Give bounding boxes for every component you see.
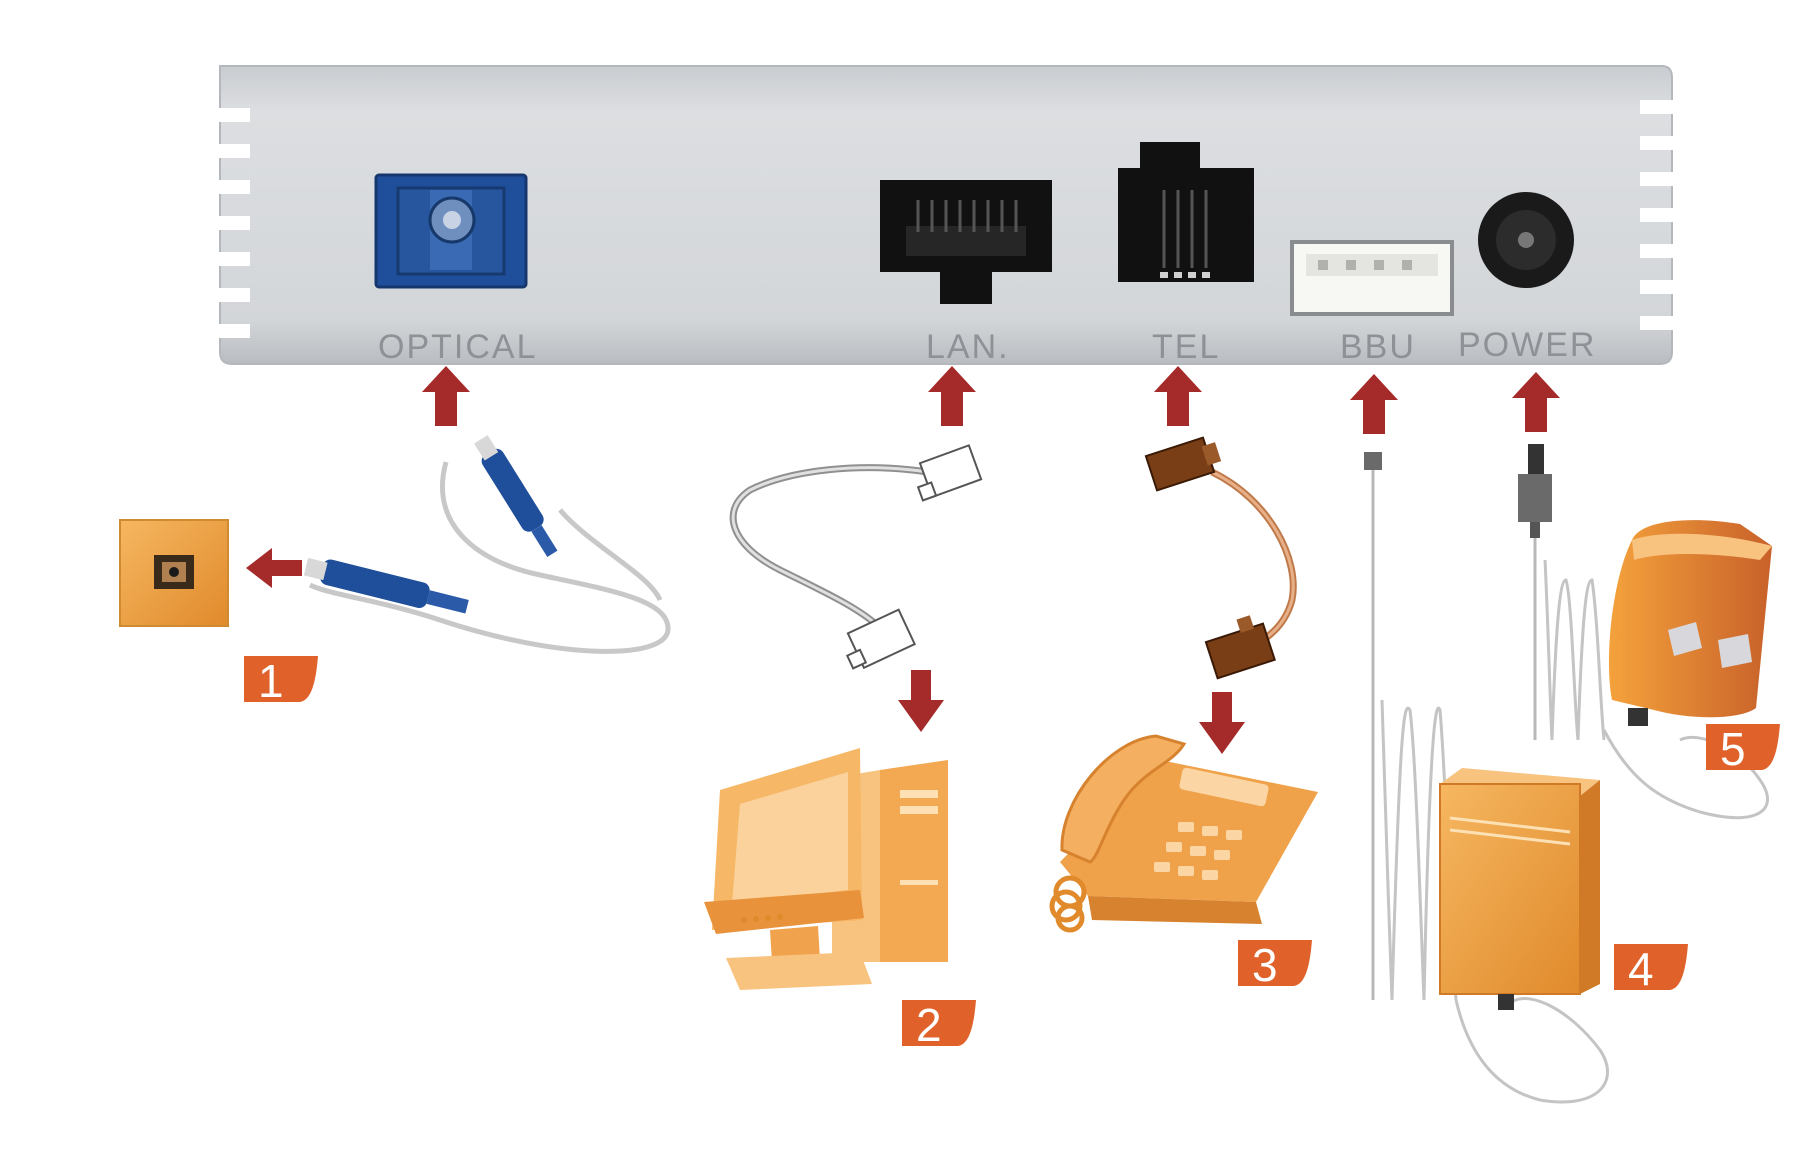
step-badge-1: 1: [244, 655, 318, 707]
step-number-3: 3: [1252, 939, 1278, 991]
step-badge-2: 2: [902, 999, 976, 1051]
onu-device-rear-panel: OPTICAL LAN. TEL: [214, 65, 1680, 366]
power-port: [1478, 192, 1574, 288]
step-badge-5: 5: [1706, 723, 1780, 775]
telephone-cable-icon: [1144, 436, 1297, 680]
power-up-arrow: [1512, 372, 1560, 432]
ethernet-cable-icon: [729, 444, 983, 670]
fiber-patch-cord-icon: [303, 435, 671, 654]
step-number-5: 5: [1720, 723, 1746, 775]
right-vent-grille: [1640, 100, 1680, 330]
computer-down-arrow: [898, 670, 944, 732]
bbu-up-arrow: [1350, 374, 1398, 434]
bbu-port-label: BBU: [1340, 328, 1416, 366]
optical-port: [374, 173, 528, 289]
fiber-wall-socket-icon: [119, 519, 229, 627]
step-badge-3: 3: [1238, 939, 1312, 991]
bbu-port: [1290, 240, 1454, 316]
lan-up-arrow: [928, 366, 976, 426]
tel-port: [1118, 142, 1254, 282]
lan-port-label: LAN.: [926, 328, 1010, 366]
step-number-2: 2: [916, 999, 942, 1051]
step-number-4: 4: [1628, 943, 1654, 995]
power-port-label: POWER: [1458, 326, 1596, 364]
power-adapter-icon: [1608, 520, 1772, 726]
backup-battery-unit-icon: [1439, 768, 1600, 1010]
connection-arrows: [246, 366, 1560, 754]
tel-port-label: TEL: [1152, 328, 1220, 366]
phone-down-arrow: [1199, 692, 1245, 754]
step-badge-4: 4: [1614, 943, 1688, 995]
step-number-1: 1: [258, 655, 284, 707]
desktop-computer-icon: [704, 748, 948, 990]
lan-port: [880, 180, 1052, 304]
tel-up-arrow: [1154, 366, 1202, 426]
socket-left-arrow: [246, 548, 302, 588]
left-vent-grille: [214, 108, 250, 338]
desk-telephone-icon: [1049, 734, 1318, 933]
optical-up-arrow: [422, 366, 470, 426]
optical-port-label: OPTICAL: [378, 328, 537, 366]
